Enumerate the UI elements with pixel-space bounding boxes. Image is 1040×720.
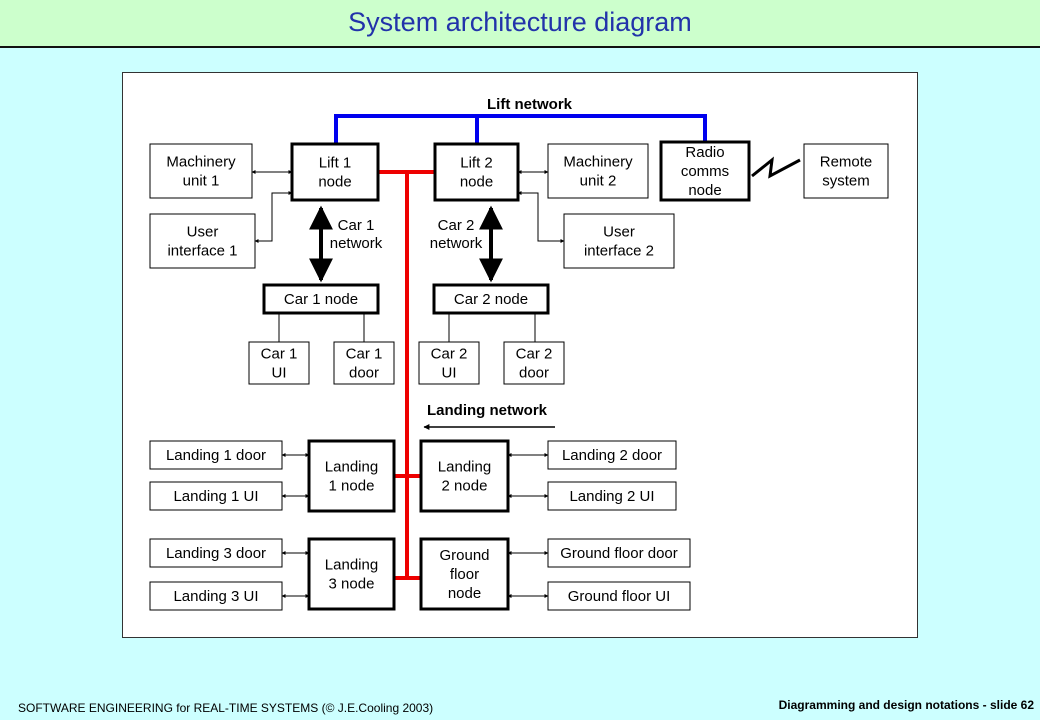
ground-ui-box	[547, 581, 691, 611]
ui2-box	[563, 213, 675, 269]
car1-door-label: door	[349, 365, 379, 382]
car2-door-label: door	[519, 365, 549, 382]
landing3-door-label: Landing 3 door	[166, 545, 266, 562]
machinery1-label: Machinery	[166, 154, 236, 171]
car1-ui-label: Car 1	[261, 346, 298, 363]
car1-door-label: Car 1	[346, 346, 383, 363]
landing3-node-box	[307, 537, 396, 611]
lift-network-label: Lift network	[487, 96, 573, 113]
title-band: System architecture diagram	[0, 0, 1040, 48]
car1-node-label: Car 1 node	[284, 291, 358, 308]
car2-door-label: Car 2	[516, 346, 553, 363]
landing2-ui-box	[547, 481, 677, 511]
peripheral-links	[251, 170, 565, 598]
landing3-node-label: Landing	[325, 557, 378, 574]
radio-link-icon	[751, 156, 801, 179]
car2-door-box	[503, 341, 565, 385]
car2-ui-label: UI	[442, 365, 457, 382]
footer-copyright: SOFTWARE ENGINEERING for REAL-TIME SYSTE…	[18, 701, 434, 715]
machinery2-box	[547, 143, 649, 199]
car2-network-label: Car 2 network	[430, 217, 483, 252]
landing2-node-label: 2 node	[442, 478, 488, 495]
ground-door-label: Ground floor door	[560, 545, 678, 562]
landing1-node-label: 1 node	[329, 478, 375, 495]
radio-node-label: comms	[681, 163, 729, 180]
ground-node-label: floor	[450, 566, 479, 583]
landing2-door-label: Landing 2 door	[562, 447, 662, 464]
svg-text:Car 2: Car 2	[438, 217, 475, 234]
landing1-node-box	[307, 439, 396, 513]
radio-node-label: Radio	[685, 144, 724, 161]
car2-ui-label: Car 2	[431, 346, 468, 363]
remote-system-box	[803, 143, 889, 199]
car1-network-label: Car 1 network	[330, 217, 383, 252]
landing3-node-label: 3 node	[329, 576, 375, 593]
landing2-node-label: Landing	[438, 459, 491, 476]
lift2-node-label: Lift 2	[460, 155, 493, 172]
landing1-door-box	[149, 440, 283, 470]
ui1-label: User	[187, 224, 219, 241]
landing3-ui-box	[149, 581, 283, 611]
lift1-node-label: Lift 1	[319, 155, 352, 172]
car1-door-box	[333, 341, 395, 385]
landing1-ui-label: Landing 1 UI	[173, 488, 258, 505]
car2-ui-box	[418, 341, 480, 385]
lift1-node-box	[290, 142, 380, 202]
svg-text:network: network	[430, 235, 483, 252]
car1-ui-box	[248, 341, 310, 385]
ground-ui-label: Ground floor UI	[568, 588, 671, 605]
car2-node-label: Car 2 node	[454, 291, 528, 308]
ground-node-label: node	[448, 585, 481, 602]
car1-ui-label: UI	[272, 365, 287, 382]
landing2-node-box	[419, 439, 510, 513]
ui2-label: interface 2	[584, 243, 654, 260]
car1-node-box	[262, 283, 380, 315]
footer-slide-info: Diagramming and design notations - slide…	[778, 698, 1034, 712]
landing-network-bus	[378, 170, 436, 580]
ui1-label: interface 1	[167, 243, 237, 260]
machinery1-label: unit 1	[183, 173, 220, 190]
landing-network-label: Landing network	[427, 402, 548, 419]
landing2-door-box	[547, 440, 677, 470]
landing2-ui-label: Landing 2 UI	[569, 488, 654, 505]
ui2-label: User	[603, 224, 635, 241]
lift-network-bus	[334, 114, 707, 143]
lift2-node-box	[433, 142, 520, 202]
remote-system-label: Remote	[820, 154, 873, 171]
machinery2-label: unit 2	[580, 173, 617, 190]
lift2-node-label: node	[460, 174, 493, 191]
ui1-box	[149, 213, 256, 269]
landing1-door-label: Landing 1 door	[166, 447, 266, 464]
machinery1-box	[149, 143, 253, 199]
ground-door-box	[547, 538, 691, 568]
landing3-door-box	[149, 538, 283, 568]
car-network-links	[309, 205, 503, 283]
remote-system-label: system	[822, 173, 870, 190]
radio-node-box	[659, 140, 751, 202]
landing1-node-label: Landing	[325, 459, 378, 476]
lift1-node-label: node	[318, 174, 351, 191]
landing3-ui-label: Landing 3 UI	[173, 588, 258, 605]
ground-node-label: Ground	[439, 547, 489, 564]
svg-text:network: network	[330, 235, 383, 252]
machinery2-label: Machinery	[563, 154, 633, 171]
slide-title: System architecture diagram	[348, 7, 692, 37]
svg-text:Car 1: Car 1	[338, 217, 375, 234]
radio-node-label: node	[688, 182, 721, 199]
car2-node-box	[432, 283, 550, 315]
landing1-ui-box	[149, 481, 283, 511]
ground-node-box	[419, 537, 510, 611]
